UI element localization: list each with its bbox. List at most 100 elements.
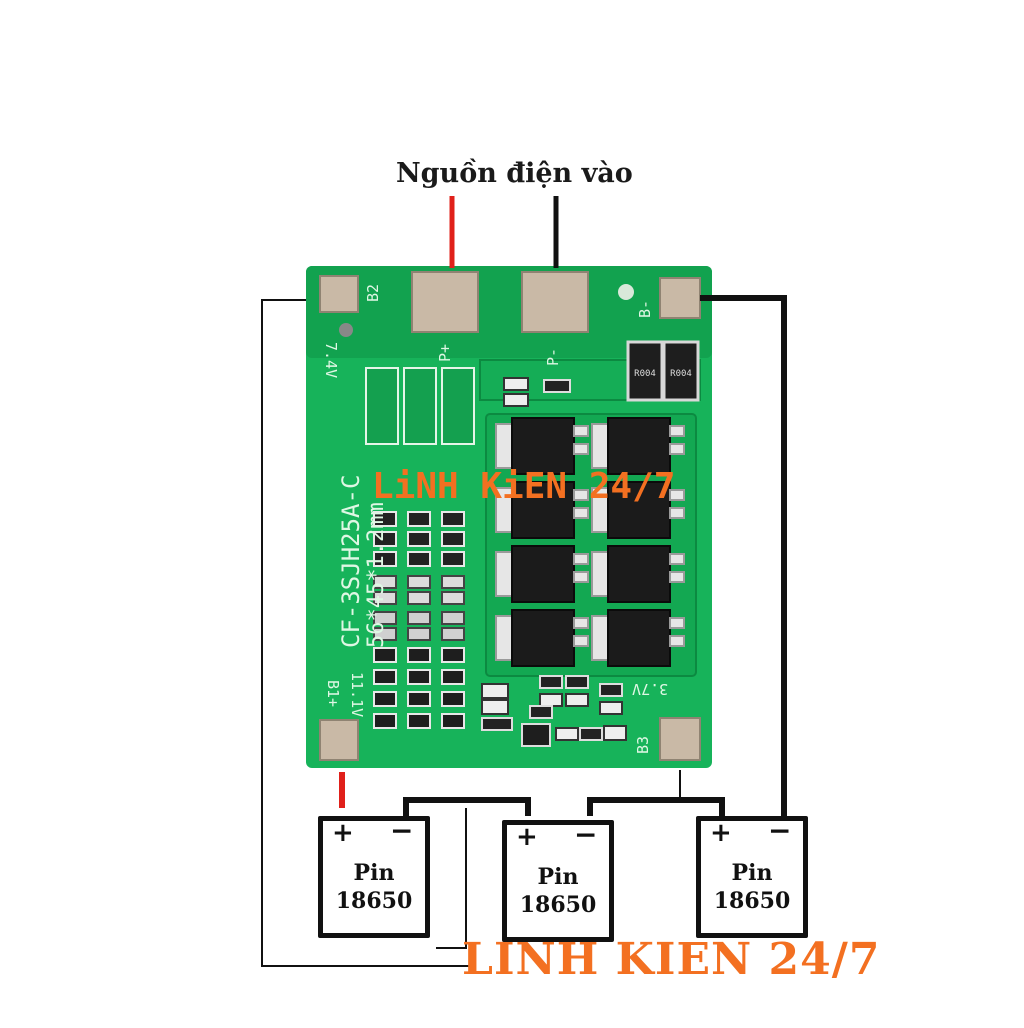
smd-component [373, 691, 397, 707]
smd-component [529, 705, 553, 719]
mosfet-array [495, 417, 685, 667]
mosfet-pin [669, 635, 685, 647]
wire-b-minus-black [700, 295, 787, 826]
label-b2: B2 [364, 283, 382, 302]
pad-b3 [659, 717, 701, 761]
mosfet-pin [573, 425, 589, 437]
smd-component [441, 691, 465, 707]
smd-component [407, 551, 431, 567]
watermark: LiNH KiEN 24/7 [372, 466, 676, 507]
smd-component [373, 647, 397, 663]
mosfet-pin [573, 617, 589, 629]
smd-component [565, 693, 589, 707]
smd-component [521, 723, 551, 747]
smd-component [555, 727, 579, 741]
label-7-4v: 7.4V [322, 342, 340, 379]
smd-component [441, 669, 465, 685]
smd-component [441, 611, 465, 625]
lower-smd-parts [481, 675, 627, 747]
brand-text: LINH KIEN 24/7 [462, 934, 881, 985]
battery-cell-2: + − Pin 18650 [502, 810, 614, 942]
shunt-resistor-1 [626, 340, 664, 402]
input-power-label: Nguồn điện vào [396, 158, 633, 189]
battery-plus-sign: + [332, 818, 354, 848]
mosfet-chip [511, 609, 575, 667]
mosfet-pin [669, 617, 685, 629]
mosfet-pin [573, 571, 589, 583]
smd-part [503, 377, 529, 391]
battery-plus-sign: + [516, 822, 538, 852]
battery-body [318, 816, 430, 938]
label-b3: B3 [634, 735, 652, 754]
mosfet-pin [669, 507, 685, 519]
mosfet-chip [607, 609, 671, 667]
smd-component [539, 693, 563, 707]
mount-hole-top [618, 284, 634, 300]
pad-b2 [319, 275, 359, 313]
battery-label: Pin [731, 860, 773, 886]
label-p-plus: P+ [436, 343, 454, 362]
smd-part [503, 393, 529, 407]
mosfet-pin [573, 489, 589, 501]
mosfet-pin [669, 425, 685, 437]
battery-body [502, 820, 614, 942]
smd-component [407, 669, 431, 685]
balance-chip-3 [441, 367, 475, 445]
smd-component [599, 701, 623, 715]
smd-component [481, 683, 509, 699]
board-model: CF-3SJH25A-C [337, 474, 365, 648]
smd-component [441, 627, 465, 641]
mosfet-pin [669, 553, 685, 565]
smd-component [441, 575, 465, 589]
smd-component [441, 531, 465, 547]
mosfet-pin [573, 443, 589, 455]
mosfet-pin [669, 443, 685, 455]
smd-component [441, 713, 465, 729]
smd-component [373, 551, 397, 567]
smd-component [373, 669, 397, 685]
mosfet-pin [573, 507, 589, 519]
battery-minus-sign: − [574, 818, 598, 851]
mosfet-chip [511, 545, 575, 603]
battery-minus-sign: − [768, 814, 792, 847]
mosfet-pin [669, 489, 685, 501]
mount-hole-left [339, 323, 353, 337]
smd-component [407, 591, 431, 605]
wire-b1-bridge [436, 808, 467, 949]
smd-component [481, 699, 509, 715]
mosfet-pin [573, 553, 589, 565]
balance-chip-2 [403, 367, 437, 445]
label-b1-plus: B1+ [324, 680, 342, 708]
mosfet-chip [511, 417, 575, 475]
battery-minus-sign: − [390, 814, 414, 847]
wire-series-1 [403, 797, 531, 816]
smd-component [373, 511, 397, 527]
smd-component [407, 627, 431, 641]
smd-component [441, 647, 465, 663]
wire-series-2 [587, 797, 725, 816]
mosfet-chip [607, 417, 671, 475]
smd-component [373, 611, 397, 625]
pad-p-minus [521, 271, 589, 333]
pcb-top-band [306, 266, 712, 358]
smd-component [579, 727, 603, 741]
pad-b-minus [659, 277, 701, 319]
smd-component [373, 575, 397, 589]
smd-component [407, 647, 431, 663]
mosfet-chip [511, 481, 575, 539]
smd-component [407, 691, 431, 707]
battery-label: Pin [353, 860, 395, 886]
battery-model: 18650 [713, 888, 791, 914]
smd-component [599, 683, 623, 697]
smd-component-grid [373, 511, 465, 729]
pad-b1-plus [319, 719, 359, 761]
wire-b2 [261, 299, 470, 967]
smd-component [373, 627, 397, 641]
smd-component [441, 551, 465, 567]
resistor-marking-2: R004 [670, 369, 692, 379]
smd-component [441, 591, 465, 605]
mosfet-chip [607, 545, 671, 603]
smd-component [565, 675, 589, 689]
